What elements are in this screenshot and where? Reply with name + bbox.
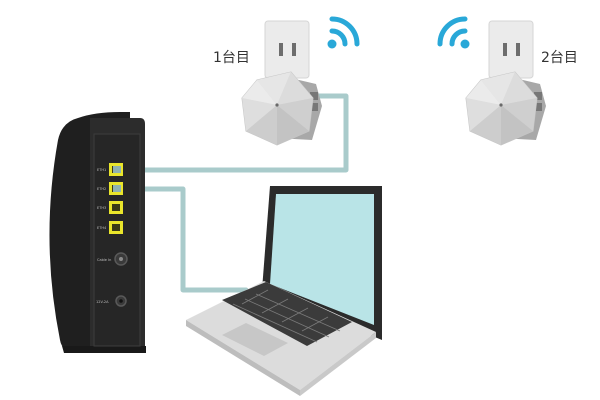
- eth-port-label-2: ETH2: [97, 187, 106, 191]
- eth-port-label-3: ETH3: [97, 206, 106, 210]
- eth-port-label-1: ETH1: [97, 168, 106, 172]
- wall-outlet-2: [488, 20, 534, 79]
- power-label: 12V-2A: [96, 300, 109, 304]
- wall-outlet-1: [264, 20, 310, 79]
- cable-router-to-laptop: [115, 186, 249, 293]
- unit-label-2: 2台目: [541, 50, 578, 66]
- laptop-trackpad: [222, 323, 288, 356]
- wifi-signal-icon-right: [327, 16, 360, 49]
- cable-router-to-extender: [115, 93, 349, 173]
- cable-in-label: Cable In: [97, 258, 111, 262]
- laptop-keyboard: [222, 282, 352, 346]
- wifi-signal-icon-left: [437, 16, 470, 49]
- unit-label-1: 1台目: [213, 50, 250, 66]
- laptop: [186, 186, 382, 396]
- ethernet-cables: [115, 93, 349, 293]
- router: ETH1 ETH2 ETH3 ETH4 Cable In 12V-2A: [49, 112, 146, 353]
- extender-unit-2: [465, 20, 546, 146]
- laptop-screen: [270, 194, 374, 325]
- extender-unit-1: [241, 20, 322, 146]
- eth-port-label-4: ETH4: [97, 226, 107, 230]
